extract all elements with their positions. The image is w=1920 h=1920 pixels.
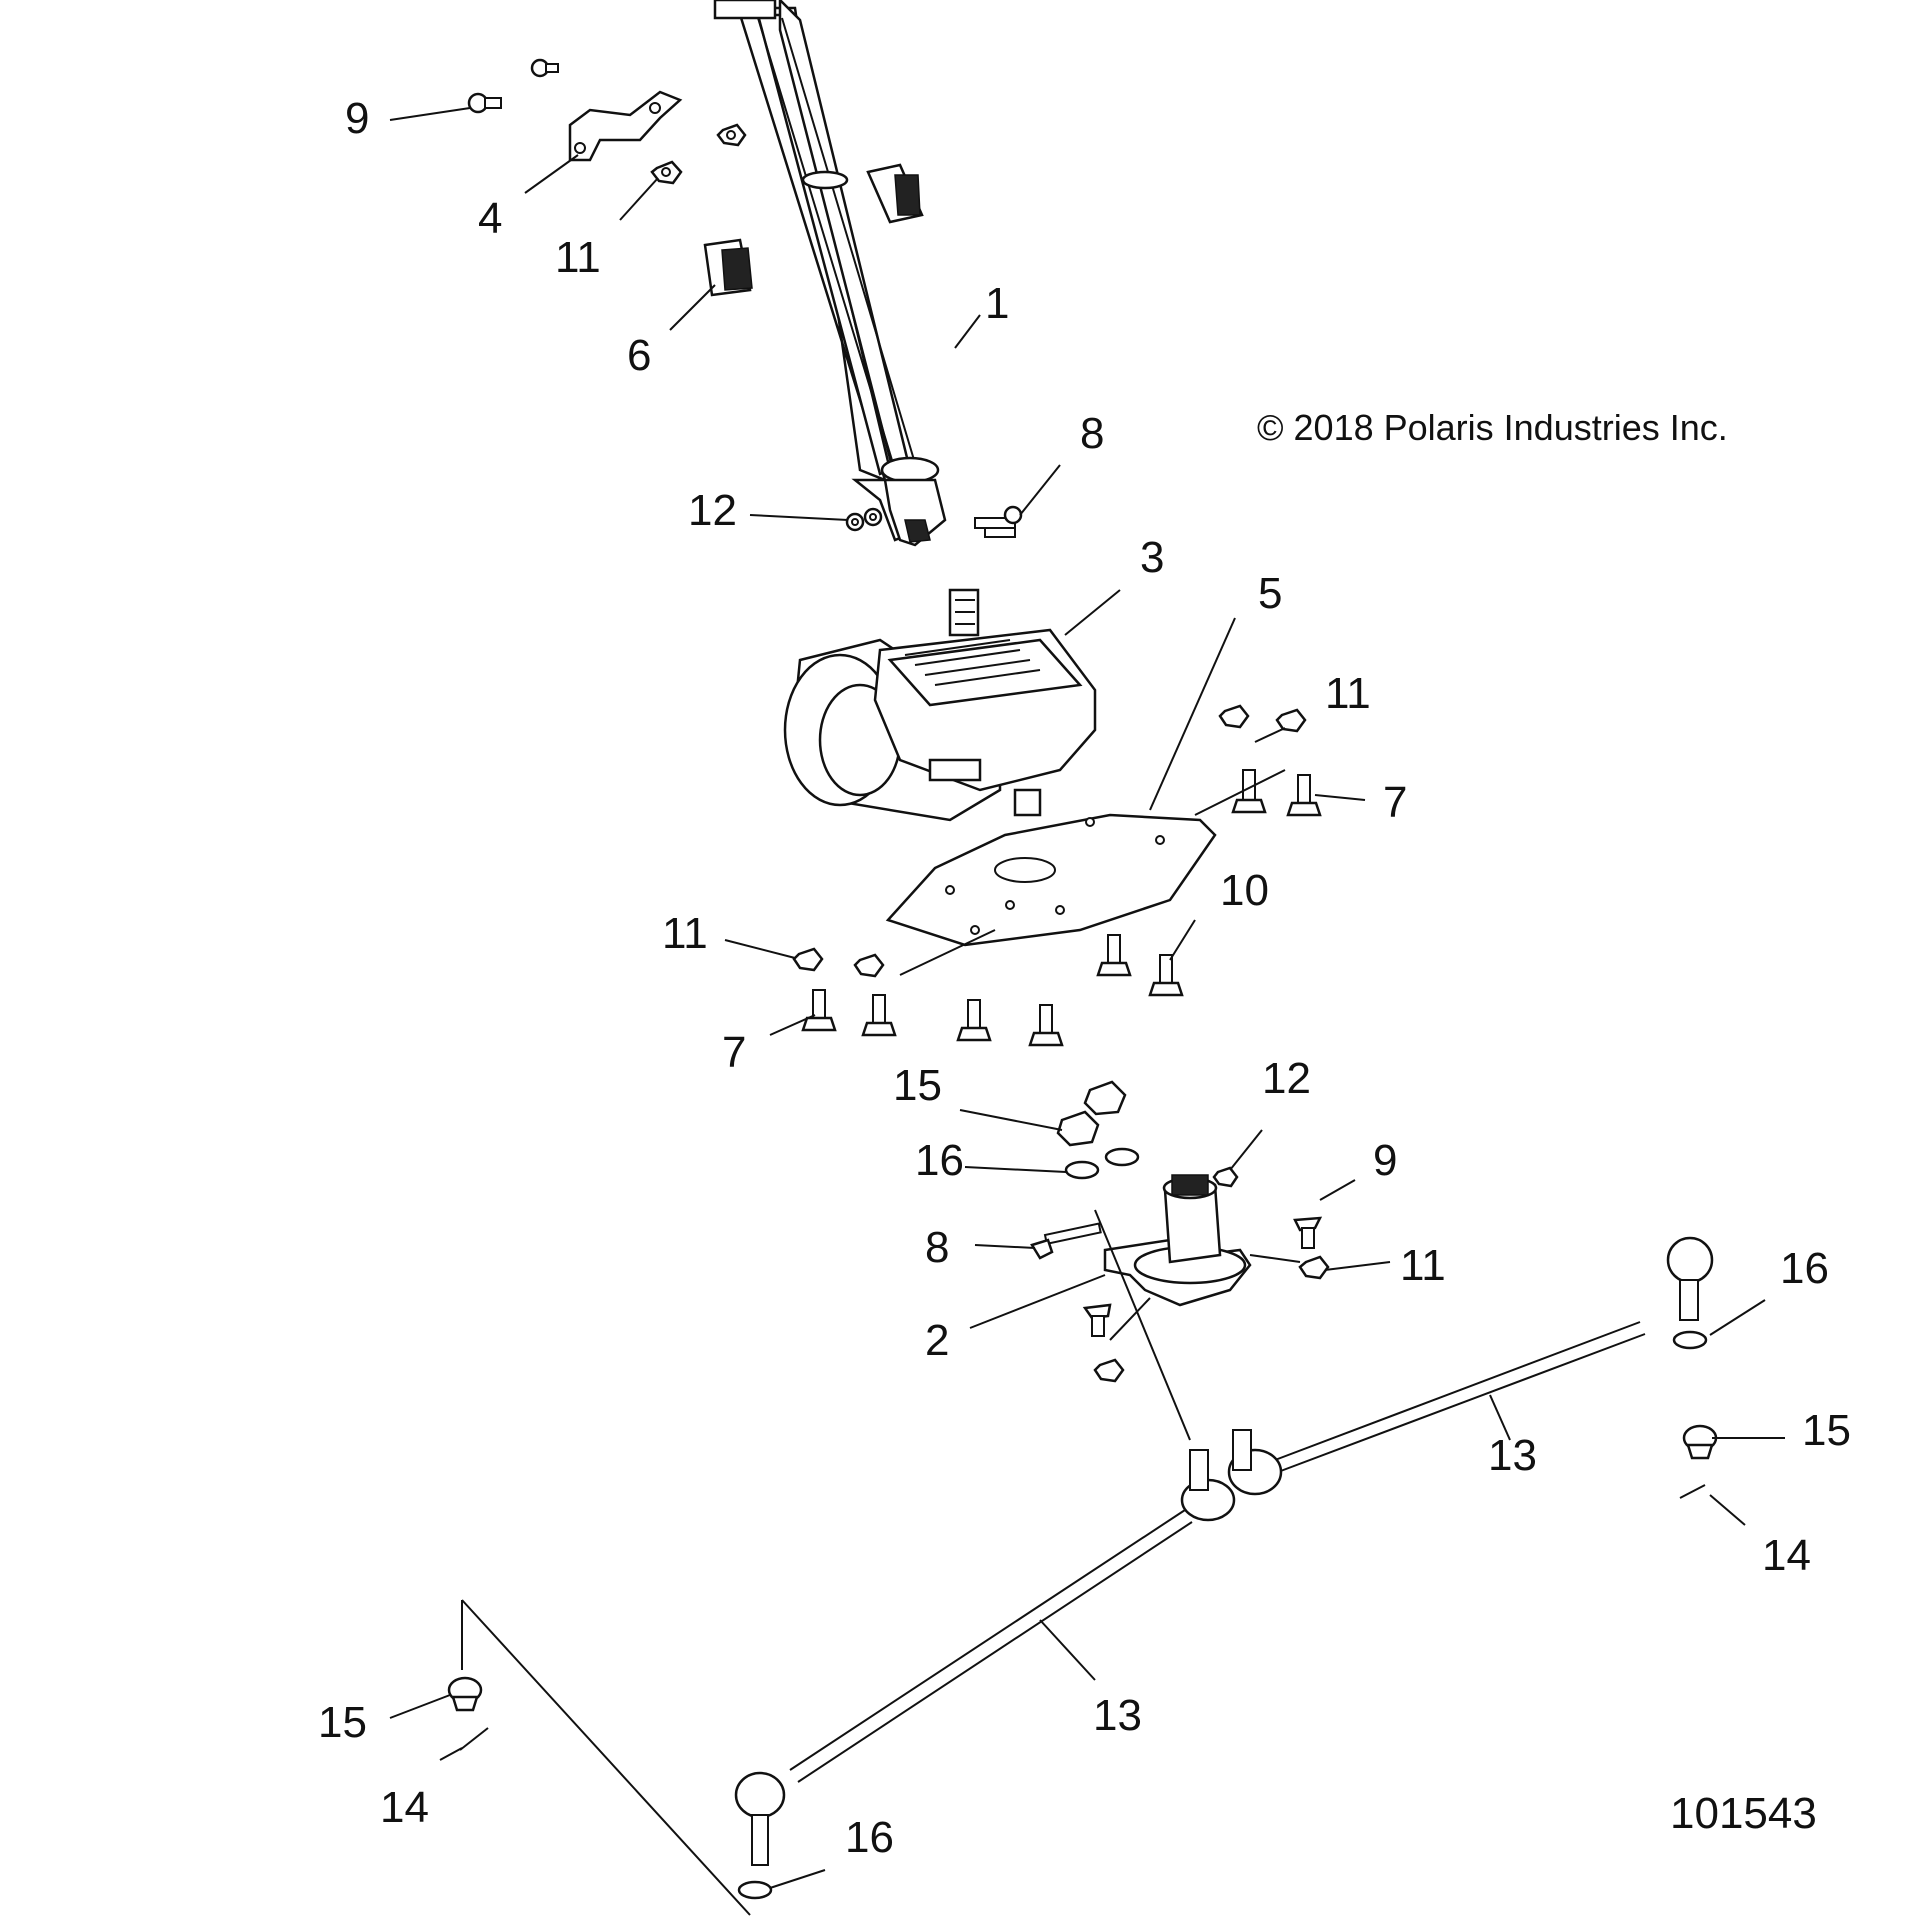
plate-bolt-4 [1028, 1004, 1064, 1047]
steering-shaft [713, 0, 947, 547]
bracket-nut-lower [1093, 1358, 1125, 1383]
plate-bolt-3 [956, 999, 992, 1042]
washer-right [1672, 1330, 1708, 1350]
copyright-notice: © 2018 Polaris Industries Inc. [1257, 407, 1728, 448]
callout-5: 5 [1258, 569, 1282, 618]
callout-9-clamp: 9 [345, 94, 369, 143]
plate-nut-lower-1 [792, 947, 824, 972]
bushing-upper [866, 163, 924, 224]
plate-nut-upper-2 [1275, 708, 1307, 733]
bracket-screw-lower [1082, 1303, 1112, 1337]
clamp [568, 90, 683, 162]
cotter-pin-left [459, 1727, 489, 1751]
cotter-pin-right [1679, 1484, 1706, 1499]
nut-bracket-top [1212, 1166, 1239, 1188]
callout-10: 10 [1220, 866, 1269, 915]
figure-number: 101543 [1670, 1789, 1817, 1838]
callout-13-right: 13 [1488, 1431, 1537, 1480]
callout-1: 1 [985, 279, 1009, 328]
callout-8-bracket: 8 [925, 1223, 949, 1272]
callout-16-center: 16 [915, 1136, 964, 1185]
steering-gearbox [783, 588, 1097, 822]
plate-bolt-upper-2 [1286, 774, 1322, 817]
washer-center [1064, 1147, 1140, 1180]
plate-bolt-1 [801, 989, 837, 1032]
callout-15-left: 15 [318, 1698, 367, 1747]
nut-top [716, 123, 747, 147]
callout-9-bracket: 9 [1373, 1136, 1397, 1185]
callout-11-plate-lower: 11 [662, 909, 708, 958]
bracket-bolt [1030, 1222, 1102, 1260]
nut-clamp-11 [650, 160, 683, 185]
mount-bracket [1103, 1174, 1252, 1307]
callout-16-left: 16 [845, 1813, 894, 1862]
callout-11-plate-upper: 11 [1325, 669, 1371, 718]
bushing-lower [703, 238, 753, 297]
callout-8-shaft: 8 [1080, 409, 1104, 458]
callout-15-center: 15 [893, 1061, 942, 1110]
callout-6: 6 [627, 331, 651, 380]
plate-bolt-upper-1 [1231, 769, 1267, 814]
bracket-screw [1293, 1216, 1323, 1249]
castle-nut-left [447, 1676, 483, 1712]
plate-nut-lower-2 [853, 953, 885, 978]
callout-15-right: 15 [1802, 1406, 1851, 1455]
callout-16-right: 16 [1780, 1244, 1829, 1293]
plate-bolt-2 [861, 994, 897, 1037]
tie-rod-left [734, 1449, 1236, 1866]
callout-11-bracket: 11 [1400, 1241, 1446, 1290]
plate-bolt-5 [1096, 934, 1132, 977]
plate-bolt-6 [1148, 954, 1184, 997]
callout-7-upper: 7 [1383, 778, 1407, 827]
callout-13-left: 13 [1093, 1691, 1142, 1740]
callout-4: 4 [478, 194, 502, 243]
screw-clamp-9 [467, 92, 502, 114]
callout-3: 3 [1140, 533, 1164, 582]
leader-lines [389, 107, 1785, 1916]
castle-nut-right [1682, 1424, 1718, 1460]
washer-left [737, 1880, 773, 1900]
shaft-bolt [974, 505, 1023, 538]
callout-labels: 1 2 3 4 5 6 7 7 8 8 9 9 10 11 11 11 11 1… [318, 94, 1851, 1862]
callout-11-clamp: 11 [555, 233, 601, 282]
screw-top [530, 58, 559, 78]
mount-plate [885, 813, 1217, 947]
callout-14-left: 14 [380, 1783, 429, 1832]
callout-12-bracket: 12 [1262, 1054, 1311, 1103]
castle-nut-center [1056, 1080, 1127, 1147]
callout-2: 2 [925, 1316, 949, 1365]
callout-7-lower: 7 [722, 1028, 746, 1077]
tie-rod-right [1227, 1236, 1714, 1496]
plate-nut-upper-1 [1218, 704, 1250, 729]
shaft-nut [845, 507, 883, 532]
callout-12-shaft: 12 [688, 486, 737, 535]
bracket-nut-right [1298, 1255, 1330, 1280]
callout-14-right: 14 [1762, 1531, 1811, 1580]
